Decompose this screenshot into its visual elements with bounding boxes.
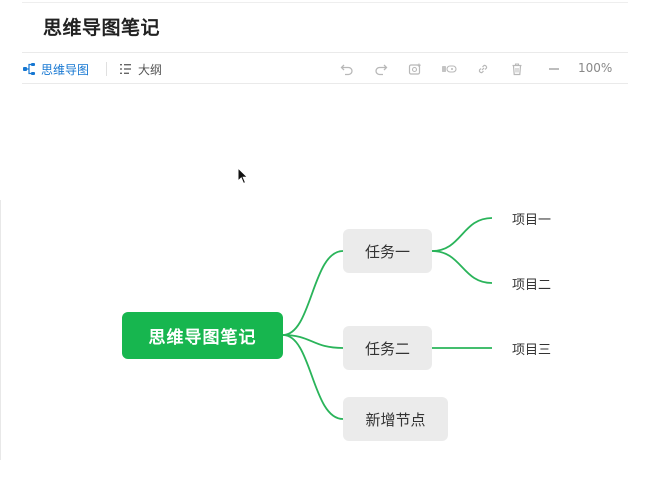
insert-tag-button[interactable] (441, 61, 457, 77)
redo-icon (375, 64, 388, 76)
add-tag-icon (442, 65, 457, 73)
branch-node-task2[interactable]: 任务二 (343, 326, 432, 370)
page-title[interactable]: 思维导图笔记 (43, 17, 161, 39)
zoom-level[interactable]: 100% (578, 61, 613, 75)
delete-node-button[interactable] (509, 61, 525, 77)
leaf-node-item1[interactable]: 项目一 (512, 212, 552, 228)
tab-outline[interactable]: 大纲 (119, 55, 162, 83)
redo-button[interactable] (373, 61, 389, 77)
editor-toolbar: 思维导图 大纲 (22, 55, 628, 83)
branch-node-new[interactable]: 新增节点 (343, 397, 448, 441)
tab-mindmap[interactable]: 思维导图 (22, 55, 89, 83)
undo-button[interactable] (339, 61, 355, 77)
leaf-node-item3[interactable]: 项目三 (512, 342, 552, 358)
leaf-node-item2[interactable]: 项目二 (512, 277, 552, 293)
branch-node-task1[interactable]: 任务一 (343, 229, 432, 273)
header-divider (22, 52, 628, 53)
tab-outline-label: 大纲 (138, 62, 163, 77)
tab-mindmap-label: 思维导图 (41, 62, 90, 77)
link-icon (478, 64, 488, 74)
left-edge-divider (0, 200, 1, 460)
top-divider (22, 2, 628, 3)
root-node[interactable]: 思维导图笔记 (122, 312, 283, 359)
undo-icon (340, 64, 353, 76)
toolbar-divider (22, 83, 628, 84)
zoom-out-button[interactable] (547, 60, 561, 78)
add-image-icon (408, 63, 421, 75)
mindmap-icon (23, 63, 35, 75)
insert-link-button[interactable] (475, 61, 491, 77)
delete-icon (512, 63, 522, 76)
insert-image-button[interactable] (407, 61, 423, 77)
tab-separator (106, 62, 107, 76)
outline-icon (120, 64, 131, 74)
minus-icon (549, 68, 559, 70)
